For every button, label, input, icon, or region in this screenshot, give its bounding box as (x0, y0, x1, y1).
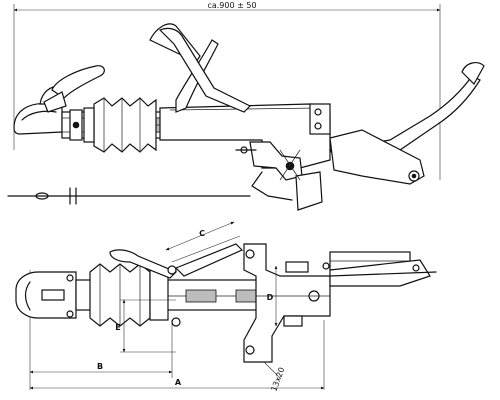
dim-d-label: D (267, 293, 274, 302)
overall-length-label: ca.900 ± 50 (207, 1, 256, 10)
lever-assembly-plan (322, 251, 437, 287)
coupling-head-plan (15, 271, 77, 319)
drawbar-plan (75, 263, 277, 327)
dim-b-label: B (97, 362, 103, 371)
dim-e-label: E (115, 323, 120, 332)
side-view: ca.900 ± 50 (7, 1, 485, 211)
dimension-a: A (29, 378, 325, 390)
dimension-c: C (165, 221, 241, 263)
plan-view: C D E B A 13x20 (15, 221, 437, 393)
brake-lever-arm (328, 62, 485, 185)
dimension-d: D (267, 265, 278, 327)
dimension-e: E (115, 299, 176, 353)
coupling-head (13, 65, 105, 135)
linkage (235, 141, 323, 211)
breakaway-cable (7, 187, 251, 205)
dim-a-label: A (175, 378, 182, 387)
lever-plan (109, 243, 309, 327)
housing-plate (243, 243, 331, 363)
dim-c-label: C (199, 229, 205, 238)
housing-body (159, 103, 331, 169)
dimension-b: B (29, 362, 173, 374)
handbrake-lever (149, 23, 252, 113)
